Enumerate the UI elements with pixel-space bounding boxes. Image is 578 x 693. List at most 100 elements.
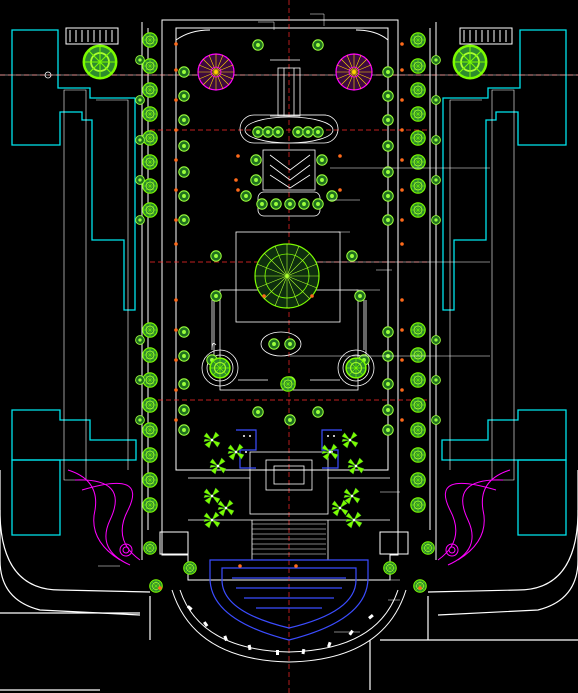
palm-cluster-symbol xyxy=(209,457,227,475)
specimen-tree-left xyxy=(82,44,118,80)
magenta-planting xyxy=(67,469,511,566)
shrub-symbol xyxy=(302,126,314,138)
road-curbs xyxy=(0,470,578,691)
tree-symbol xyxy=(421,541,435,555)
shrub-symbol xyxy=(178,326,190,338)
site-boundary xyxy=(141,19,437,581)
shrub-symbol xyxy=(178,424,190,436)
lamp-post-symbol xyxy=(294,564,298,568)
tree-symbol xyxy=(280,376,296,392)
shrub-symbol xyxy=(135,375,145,385)
shrub-symbol xyxy=(256,198,268,210)
water-steps xyxy=(269,154,311,189)
tree-symbol xyxy=(209,357,231,379)
tree-symbol xyxy=(142,472,158,488)
tree-symbol xyxy=(142,397,158,413)
lamp-post-symbol xyxy=(400,418,404,422)
tree-symbol xyxy=(142,497,158,513)
lamp-post-symbol xyxy=(400,218,404,222)
shrub-symbol xyxy=(382,140,394,152)
shrub-symbol xyxy=(382,404,394,416)
shrub-symbol xyxy=(382,166,394,178)
shrub-symbol xyxy=(382,66,394,78)
palm-cluster-symbol xyxy=(341,431,359,449)
tree-symbol xyxy=(410,58,426,74)
lamp-post-symbol xyxy=(400,298,404,302)
shrub-symbol xyxy=(210,290,222,302)
magenta-tree-right xyxy=(335,53,373,91)
shrub-symbol xyxy=(135,135,145,145)
lamp-post-symbol xyxy=(262,294,266,298)
palm-cluster-symbol xyxy=(331,499,349,517)
survey-point-icon xyxy=(44,71,52,79)
tree-symbol xyxy=(410,422,426,438)
palm-cluster-symbol xyxy=(343,487,361,505)
tree-symbol xyxy=(410,347,426,363)
shrub-symbol xyxy=(178,190,190,202)
shrub-symbol xyxy=(250,154,262,166)
shrub-symbol xyxy=(292,126,304,138)
shrub-symbol xyxy=(312,198,324,210)
tree-symbol xyxy=(410,447,426,463)
lamp-post-symbol xyxy=(174,68,178,72)
lamp-post-symbol xyxy=(400,188,404,192)
shrub-symbol xyxy=(284,338,296,350)
palm-cluster-symbol xyxy=(203,431,221,449)
palm-cluster-symbol xyxy=(321,443,339,461)
shrub-symbol xyxy=(178,404,190,416)
lamp-post-symbol xyxy=(174,418,178,422)
lamp-post-symbol xyxy=(158,586,162,590)
shrub-symbol xyxy=(382,114,394,126)
shrub-symbol xyxy=(252,406,264,418)
shrub-symbol xyxy=(382,90,394,102)
tree-symbol xyxy=(410,130,426,146)
shrub-symbol xyxy=(135,415,145,425)
tree-symbol xyxy=(149,579,163,593)
tree-symbol xyxy=(142,202,158,218)
tree-symbol xyxy=(142,372,158,388)
shrub-symbol xyxy=(431,375,441,385)
lamp-post-symbol xyxy=(174,358,178,362)
shrub-symbol xyxy=(316,154,328,166)
shrub-symbol xyxy=(298,198,310,210)
shrub-symbol xyxy=(270,198,282,210)
lamp-post-symbol xyxy=(174,42,178,46)
tree-symbol xyxy=(410,178,426,194)
shrub-symbol xyxy=(382,424,394,436)
shrub-symbol xyxy=(431,95,441,105)
lamp-post-symbol xyxy=(400,242,404,246)
lamp-post-symbol xyxy=(400,358,404,362)
shrub-symbol xyxy=(268,338,280,350)
lamp-post-symbol xyxy=(238,564,242,568)
lamp-post-symbol xyxy=(338,188,342,192)
oval-grove-mid xyxy=(260,331,302,357)
tree-symbol xyxy=(410,106,426,122)
shrub-symbol xyxy=(135,95,145,105)
tree-symbol xyxy=(410,497,426,513)
tree-symbol xyxy=(142,32,158,48)
tree-symbol xyxy=(142,58,158,74)
palm-cluster-symbol xyxy=(347,457,365,475)
lamp-post-symbol xyxy=(174,98,178,102)
tree-symbol xyxy=(410,202,426,218)
fountain-plaza xyxy=(209,559,369,641)
tree-symbol xyxy=(142,347,158,363)
tree-symbol xyxy=(410,32,426,48)
lamp-post-symbol xyxy=(174,188,178,192)
tree-symbol xyxy=(410,397,426,413)
shrub-symbol xyxy=(252,126,264,138)
tree-symbol xyxy=(383,561,397,575)
tree-symbol xyxy=(142,422,158,438)
shrub-symbol xyxy=(210,250,222,262)
shrub-symbol xyxy=(252,39,264,51)
lamp-post-symbol xyxy=(174,298,178,302)
lamp-posts xyxy=(158,42,422,590)
fountain-outer-arc xyxy=(171,589,407,663)
shrub-symbol xyxy=(178,214,190,226)
palm-cluster-symbol xyxy=(203,487,221,505)
shrub-symbol xyxy=(326,190,338,202)
tree-symbol xyxy=(142,154,158,170)
lamp-post-symbol xyxy=(234,178,238,182)
tree-symbol xyxy=(410,82,426,98)
lamp-post-symbol xyxy=(418,586,422,590)
